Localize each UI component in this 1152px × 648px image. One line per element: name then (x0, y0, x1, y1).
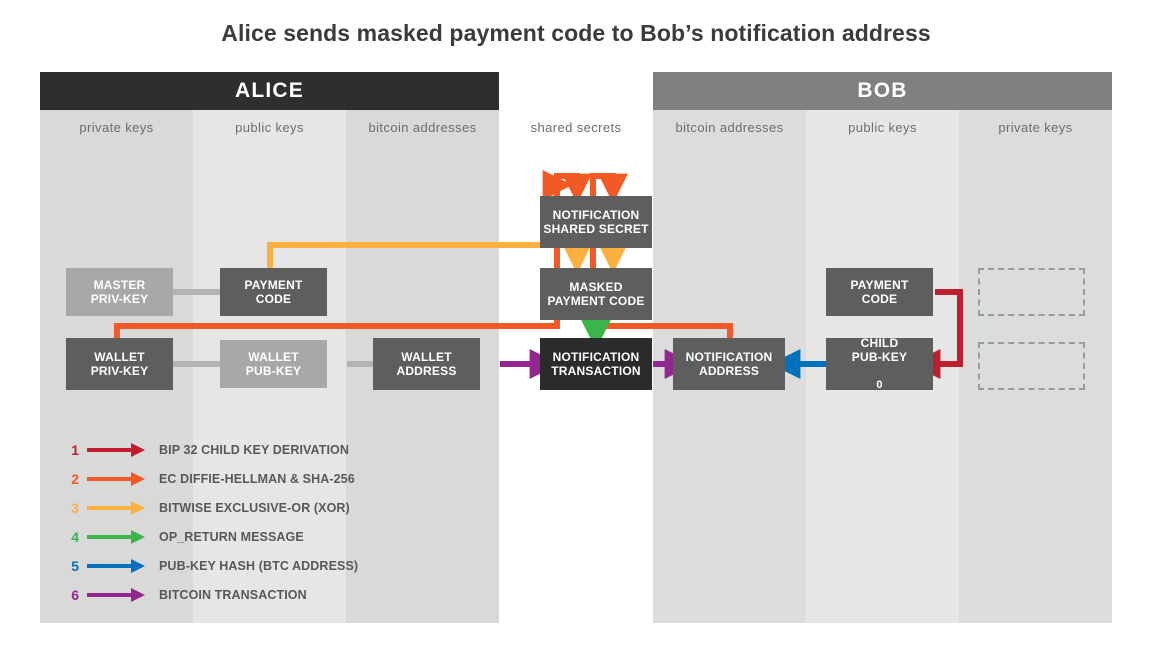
page-title: Alice sends masked payment code to Bob’s… (221, 20, 931, 46)
column-band-bob-private (959, 72, 1112, 623)
legend-arrow-4 (87, 530, 145, 544)
legend-label-1: BIP 32 CHILD KEY DERIVATION (159, 443, 350, 457)
legend-label-2: EC DIFFIE-HELLMAN & SHA-256 (159, 472, 355, 486)
legend-label-6: BITCOIN TRANSACTION (159, 588, 307, 602)
legend-arrow-5 (87, 559, 145, 573)
node-placeholder-bob-private-2 (978, 342, 1085, 390)
node-alice-payment-code-line2: CODE (255, 292, 292, 306)
node-masked-payment-code[interactable]: MASKED PAYMENT CODE (540, 268, 652, 320)
node-child-pub-key-0-line2: PUB-KEY 0 (851, 350, 908, 391)
node-wallet-address[interactable]: WALLET ADDRESS (373, 338, 480, 390)
legend-arrow-6 (87, 588, 145, 602)
node-alice-payment-code[interactable]: PAYMENT CODE (220, 268, 327, 316)
node-notification-address-line1: NOTIFICATION (685, 350, 773, 364)
legend-number-3: 3 (71, 500, 79, 516)
wire-xor-payment-code (267, 242, 592, 274)
legend-label-5: PUB-KEY HASH (BTC ADDRESS) (159, 559, 359, 573)
node-bob-payment-code[interactable]: PAYMENT CODE (826, 268, 933, 316)
node-child-pub-key-0-line1: CHILD (860, 336, 899, 350)
node-notification-transaction-line1: NOTIFICATION (552, 350, 640, 364)
node-wallet-address-line2: ADDRESS (396, 364, 457, 378)
node-wallet-priv-key-line1: WALLET (94, 350, 145, 364)
legend-arrow-1 (87, 443, 145, 457)
node-wallet-pub-key-line1: WALLET (248, 350, 299, 364)
column-caption-alice-private: private keys (79, 120, 154, 135)
node-notification-address[interactable]: NOTIFICATION ADDRESS (673, 338, 785, 390)
node-child-pub-key-0[interactable]: CHILD PUB-KEY 0 (826, 336, 933, 391)
legend-arrow-2 (87, 472, 145, 486)
node-masked-payment-code-line1: MASKED (569, 280, 623, 294)
node-notification-transaction[interactable]: NOTIFICATION TRANSACTION (540, 338, 652, 390)
node-master-priv-key[interactable]: MASTER PRIV-KEY (66, 268, 173, 316)
node-wallet-priv-key-line2: PRIV-KEY (90, 364, 149, 378)
node-placeholder-bob-private-1 (978, 268, 1085, 316)
legend-label-4: OP_RETURN MESSAGE (159, 530, 304, 544)
legend-number-5: 5 (71, 558, 79, 574)
node-wallet-address-line1: WALLET (401, 350, 452, 364)
wire-ec-dh-alice-main (114, 173, 592, 338)
node-bob-payment-code-line2: CODE (861, 292, 898, 306)
party-header-bob: BOB (653, 72, 1112, 110)
node-child-pub-key-index: 0 (876, 379, 883, 391)
node-wallet-priv-key[interactable]: WALLET PRIV-KEY (66, 338, 173, 390)
node-notification-shared-secret[interactable]: NOTIFICATION SHARED SECRET (540, 196, 652, 248)
legend-number-6: 6 (71, 587, 79, 603)
node-notification-shared-secret-line1: NOTIFICATION (552, 208, 640, 222)
node-masked-payment-code-line2: PAYMENT CODE (547, 294, 645, 308)
column-caption-bob-addresses: bitcoin addresses (675, 120, 784, 135)
diagram-board: ALICE BOB private keys public keys bitco… (40, 72, 1112, 623)
column-caption-alice-addresses: bitcoin addresses (368, 120, 477, 135)
node-wallet-pub-key-line2: PUB-KEY (245, 364, 302, 378)
node-alice-payment-code-line1: PAYMENT (244, 278, 303, 292)
wire-ec-dh-alice (114, 185, 563, 337)
node-master-priv-key-line1: MASTER (93, 278, 146, 292)
legend-number-2: 2 (71, 471, 79, 487)
party-header-alice: ALICE (40, 72, 499, 110)
legend-number-4: 4 (71, 529, 79, 545)
node-notification-transaction-line2: TRANSACTION (551, 364, 641, 378)
column-caption-bob-public: public keys (848, 120, 917, 135)
column-caption-bob-private: private keys (998, 120, 1073, 135)
node-notification-shared-secret-line2: SHARED SECRET (543, 222, 649, 236)
legend-number-1: 1 (71, 442, 79, 458)
node-bob-payment-code-line1: PAYMENT (850, 278, 909, 292)
node-wallet-pub-key[interactable]: WALLET PUB-KEY (220, 340, 327, 388)
legend-arrow-3 (87, 501, 145, 515)
wire-bip32-derivation (910, 289, 963, 379)
column-caption-alice-public: public keys (235, 120, 304, 135)
legend-label-3: BITWISE EXCLUSIVE-OR (XOR) (159, 501, 350, 515)
node-notification-address-line2: ADDRESS (698, 364, 760, 378)
node-master-priv-key-line2: PRIV-KEY (90, 292, 149, 306)
column-caption-shared-secrets: shared secrets (530, 120, 622, 135)
